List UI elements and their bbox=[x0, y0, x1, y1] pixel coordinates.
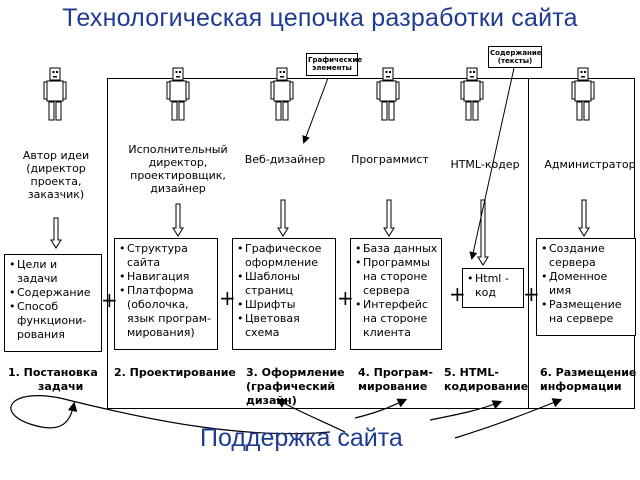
box-programming: База данных Программы на стороне сервера… bbox=[350, 238, 442, 350]
plus-icon: + bbox=[523, 282, 540, 306]
stage-6-label: 6. Размещение информации bbox=[540, 366, 637, 393]
person-icon bbox=[166, 67, 190, 121]
person-icon bbox=[270, 67, 294, 121]
stage-1-label: 1. Постановка задачи bbox=[8, 366, 98, 393]
plus-icon: + bbox=[219, 286, 236, 310]
arrow-icon bbox=[469, 67, 515, 260]
arrow-icon bbox=[354, 398, 408, 419]
box-task-definition: Цели и задачи Содержание Способ функцион… bbox=[4, 254, 102, 352]
box-design-planning: Структура сайта Навигация Платформа (обо… bbox=[114, 238, 218, 350]
site-support-label: Поддержка сайта bbox=[200, 424, 403, 452]
box-html-code: Html - код bbox=[462, 268, 524, 308]
role-administrator: Администратор bbox=[544, 158, 636, 171]
arrow-icon bbox=[429, 400, 503, 421]
arrow-icon bbox=[454, 398, 563, 439]
arrow-icon bbox=[10, 395, 331, 435]
arrow-icon bbox=[302, 77, 329, 144]
stage-3-label: 3. Оформление (графический дизайн) bbox=[246, 366, 345, 407]
arrow-icon bbox=[50, 199, 590, 266]
box-graphic-design: Графическое оформление Шаблоны страниц Ш… bbox=[232, 238, 336, 350]
person-icon bbox=[460, 67, 484, 121]
stage-5-label: 5. HTML- кодирование bbox=[444, 366, 529, 393]
person-icon bbox=[43, 67, 67, 121]
page-title: Технологическая цепочка разработки сайта bbox=[62, 4, 578, 32]
role-idea-author: Автор идеи(директор проекта,заказчик) bbox=[22, 149, 90, 201]
person-icon bbox=[571, 67, 595, 121]
plus-icon: + bbox=[337, 286, 354, 310]
role-html-coder: HTML-кодер bbox=[450, 158, 520, 171]
note-content-texts: Содержание (тексты) bbox=[488, 46, 542, 68]
stage-4-label: 4. Програм- мирование bbox=[358, 366, 433, 393]
plus-icon: + bbox=[449, 282, 466, 306]
role-web-designer: Веб-дизайнер bbox=[244, 153, 326, 166]
box-hosting: Создание сервера Доменное имя Размещение… bbox=[536, 238, 636, 336]
stage-2-label: 2. Проектирование bbox=[114, 366, 236, 379]
frame-divider bbox=[528, 78, 529, 409]
person-icon bbox=[376, 67, 400, 121]
role-programmer: Программист bbox=[351, 153, 429, 166]
note-graphic-elements: Графические элементы bbox=[306, 53, 362, 76]
plus-icon: + bbox=[101, 288, 118, 312]
arrow-icon bbox=[275, 398, 346, 433]
